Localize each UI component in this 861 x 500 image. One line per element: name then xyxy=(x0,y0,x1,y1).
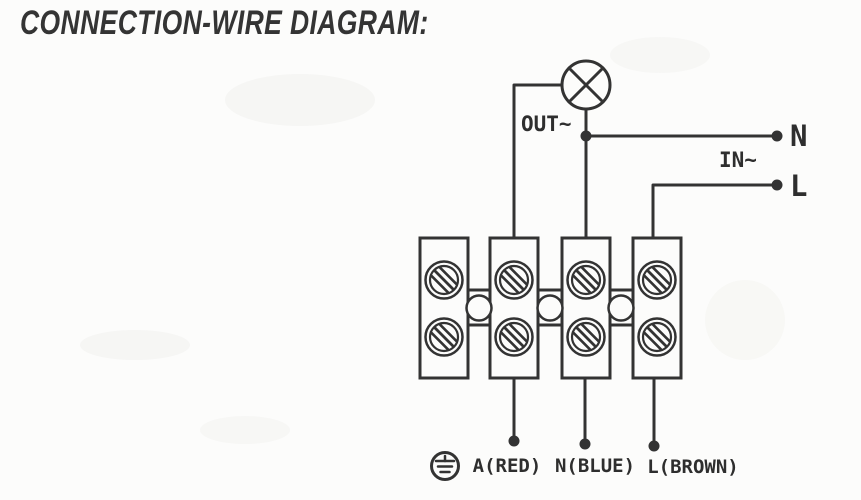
bridge-hole xyxy=(536,294,564,322)
wire-n-label: N(BLUE) xyxy=(555,455,635,477)
smudge xyxy=(225,74,375,126)
terminal-segment-3 xyxy=(560,236,612,380)
bridge-hole xyxy=(607,294,635,322)
smudge xyxy=(705,280,785,360)
l-wire-end-dot xyxy=(648,440,660,452)
bridge-links xyxy=(465,288,635,327)
l-terminal-label: L xyxy=(790,169,807,203)
n-terminal-label: N xyxy=(790,119,807,153)
screw-terminal-icon xyxy=(637,317,677,357)
terminal-segment-4 xyxy=(631,236,683,380)
smudge xyxy=(610,37,710,73)
terminal-segment-1 xyxy=(418,236,470,380)
scan-smudges xyxy=(80,37,785,444)
earth-ground-icon xyxy=(430,451,460,481)
screw-terminal-icon xyxy=(494,260,534,300)
wire-l-input xyxy=(651,183,779,240)
screw-terminal-icon xyxy=(566,317,606,357)
screw-terminal-icon xyxy=(637,260,677,300)
junction-dot xyxy=(580,130,592,142)
screw-terminal-icon xyxy=(424,317,464,357)
n-wire-end-dot xyxy=(579,438,591,450)
screw-terminal-icon xyxy=(566,260,606,300)
n-terminal-dot xyxy=(771,130,783,142)
screw-terminal-icon xyxy=(494,317,534,357)
a-wire-end-dot xyxy=(508,435,520,447)
screw-terminal-icon xyxy=(424,260,464,300)
smudge xyxy=(80,330,190,360)
wire-l-label: L(BROWN) xyxy=(647,456,739,478)
lamp-icon xyxy=(560,59,612,111)
bridge-hole xyxy=(465,294,493,322)
page-title: CONNECTION-WIRE DIAGRAM: xyxy=(20,4,429,42)
wire-lamp-to-terminal-a xyxy=(512,83,564,240)
l-terminal-dot xyxy=(771,179,783,191)
terminal-segment-2 xyxy=(488,236,540,380)
in-label: IN~ xyxy=(719,148,757,172)
wire-dots xyxy=(508,130,783,452)
smudge xyxy=(200,416,290,444)
wire-a-label: A(RED) xyxy=(473,455,542,477)
terminal-block xyxy=(418,236,683,380)
out-label: OUT~ xyxy=(521,112,572,136)
